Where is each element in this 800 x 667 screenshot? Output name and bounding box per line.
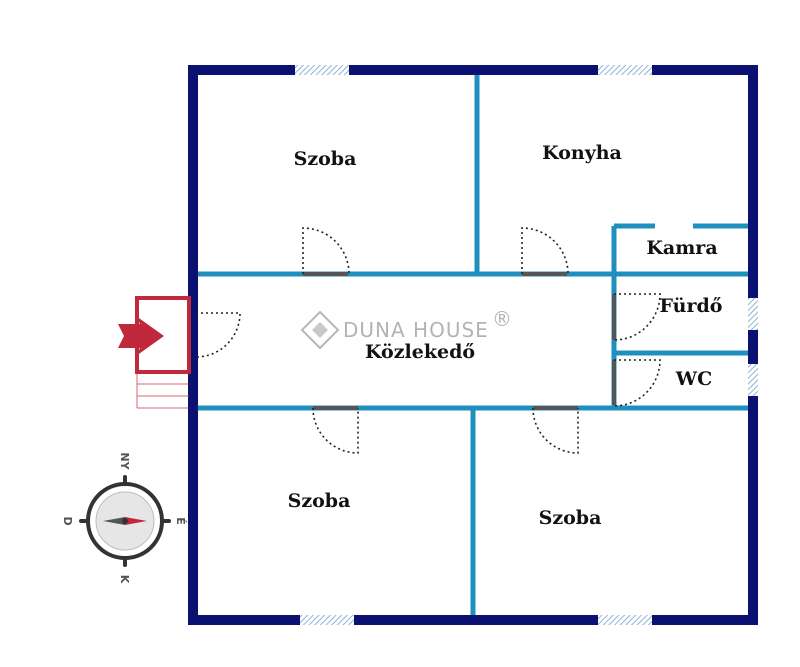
window-top-right: [598, 65, 652, 75]
watermark-text: DUNA HOUSE: [343, 318, 489, 342]
compass-label-east: É: [174, 517, 187, 525]
outer-wall: [188, 65, 758, 625]
room-label-kozlekedo: Közlekedő: [365, 341, 475, 363]
room-label-szoba-bottom-left: Szoba: [288, 490, 351, 512]
room-label-kamra: Kamra: [646, 237, 717, 259]
window-wc: [748, 364, 758, 396]
compass-label-south: K: [118, 575, 131, 584]
entrance-arrow-icon: [118, 316, 164, 356]
door-furdo: [613, 293, 661, 341]
inner-walls: [198, 75, 748, 615]
compass-label-north: NY: [118, 452, 131, 470]
door-wc: [613, 359, 661, 407]
door-szoba-top-left: [302, 227, 350, 275]
room-label-szoba-bottom-right: Szoba: [539, 507, 602, 529]
compass-icon: NY É K D: [61, 452, 187, 583]
window-bottom-right: [598, 615, 652, 625]
room-label-wc: WC: [675, 368, 712, 390]
window-top-left: [295, 65, 349, 75]
window-furdo: [748, 298, 758, 330]
compass-needle-icon: [103, 517, 125, 525]
room-label-konyha: Konyha: [542, 142, 622, 164]
windows: [295, 65, 758, 625]
house-logo-icon: [300, 310, 340, 350]
door-konyha: [521, 227, 569, 275]
watermark-mark: ®: [492, 307, 513, 331]
entrance-stairs: [118, 296, 191, 409]
watermark: DUNA HOUSE ®: [300, 307, 513, 350]
door-szoba-bottom-left: [312, 407, 359, 454]
room-label-furdo: Fürdő: [660, 295, 723, 317]
door-entrance: [195, 312, 241, 358]
room-label-szoba-top-left: Szoba: [294, 148, 357, 170]
window-bottom-left: [300, 615, 354, 625]
door-szoba-bottom-right: [532, 407, 579, 454]
compass-label-west: D: [61, 516, 74, 525]
door-swings: [195, 227, 661, 454]
door-thresholds: [303, 272, 616, 410]
